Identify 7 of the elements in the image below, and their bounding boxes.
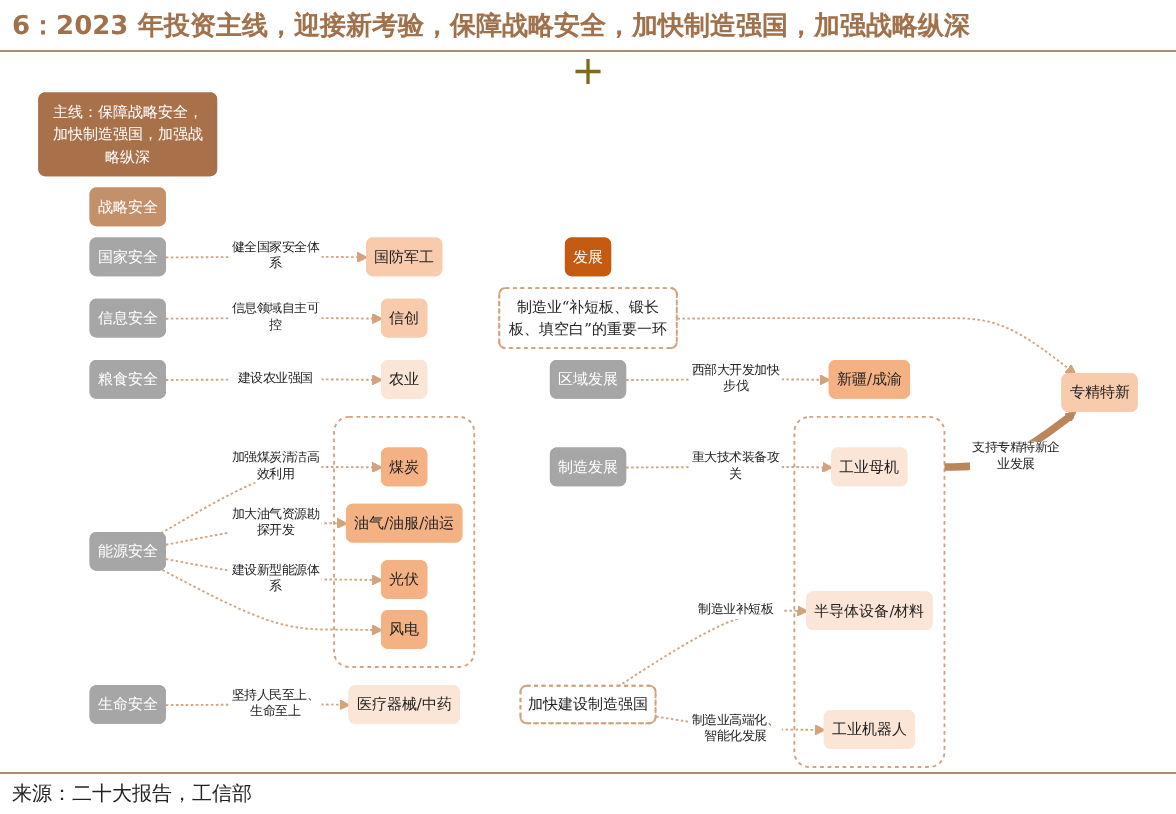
cluster (793, 415, 946, 768)
arrow (161, 569, 383, 636)
source-note: 来源：二十大报告，工信部 (0, 772, 1176, 814)
plus-sign: + (571, 52, 605, 88)
arrow (676, 317, 1077, 375)
cluster (333, 415, 476, 668)
title: 6：2023 年投资主线，迎接新考验，保障战略安全，加快制造强国，加强战略纵深 (0, 0, 1176, 52)
